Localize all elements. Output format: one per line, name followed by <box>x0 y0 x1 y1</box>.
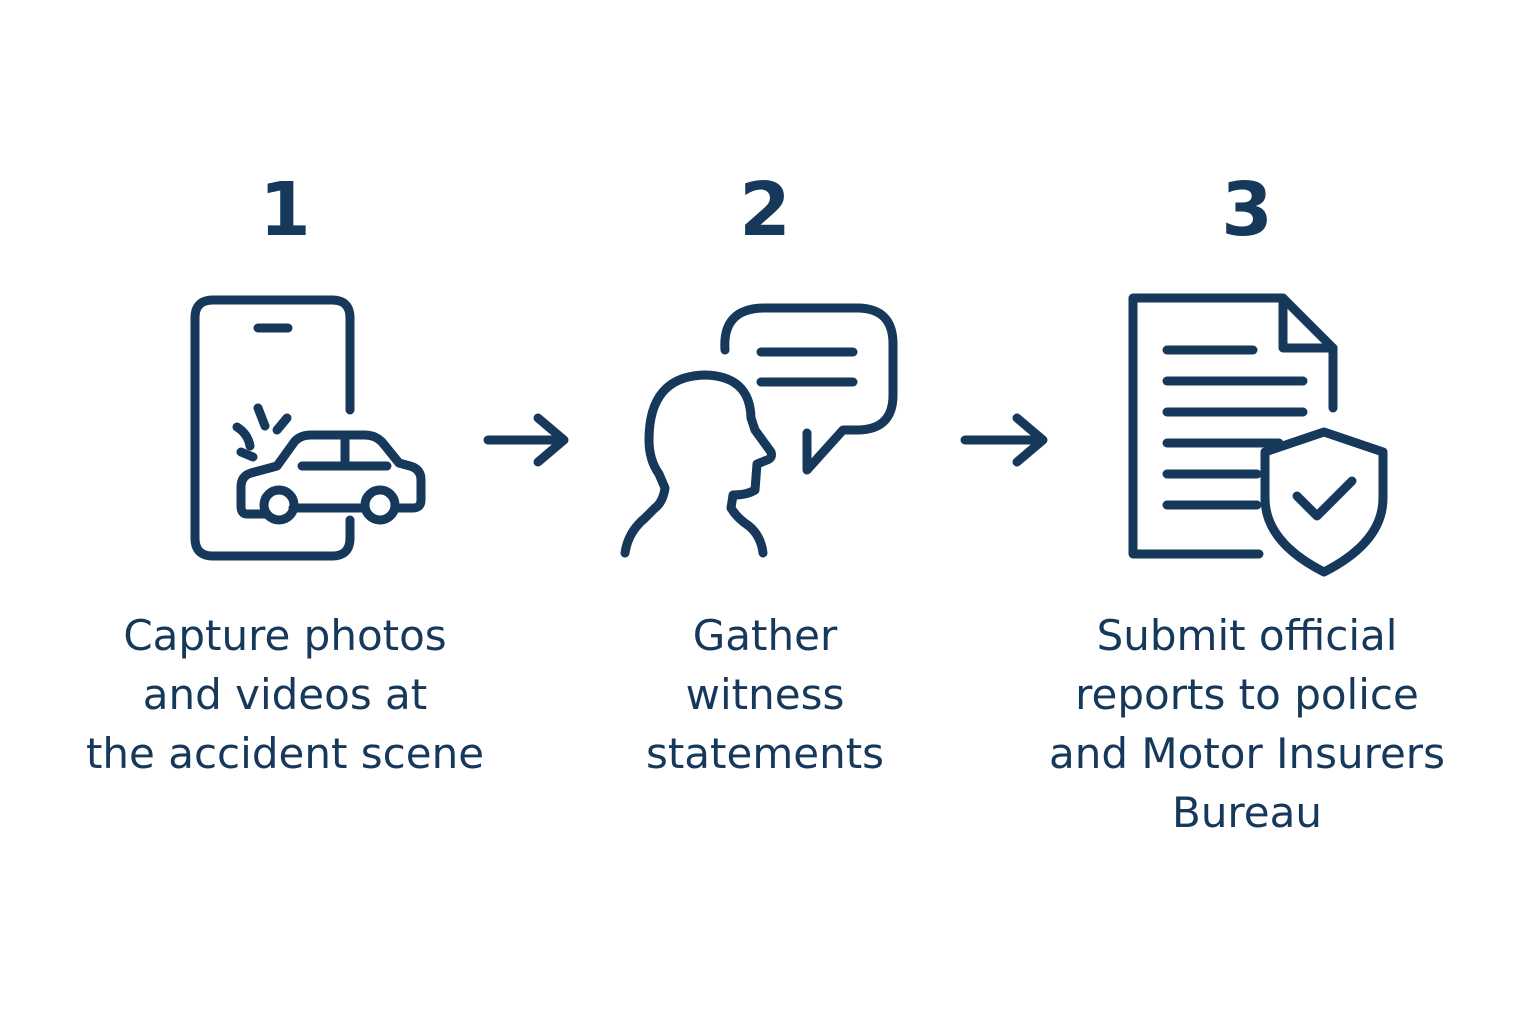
step-3-caption-line: Bureau <box>1172 788 1322 837</box>
step-3-caption-line: and Motor Insurers <box>1049 729 1445 778</box>
step-1: 1 Capture photos and videos at the a <box>45 0 525 1024</box>
person-speech-bubble-icon <box>525 280 1005 580</box>
step-3-caption-line: reports to police <box>1075 670 1419 719</box>
step-1-caption-line: the accident scene <box>85 729 485 778</box>
step-3-number: 3 <box>1221 167 1273 253</box>
smartphone-car-accident-icon <box>45 280 525 580</box>
step-1-caption: Capture photos and videos at the acciden… <box>45 606 525 783</box>
step-1-caption-line: Capture photos <box>123 611 447 660</box>
step-2: 2 Gather witness statements <box>525 0 1005 1024</box>
step-2-caption-line: witness <box>685 670 845 719</box>
document-shield-check-icon <box>1007 280 1487 580</box>
step-3: 3 Submit official reports to police and … <box>1007 0 1487 1024</box>
step-3-caption: Submit official reports to police and Mo… <box>1007 606 1487 842</box>
step-1-caption-line: and videos at <box>142 670 428 719</box>
arrow-right-icon <box>476 410 576 470</box>
step-2-caption-line: statements <box>645 729 885 778</box>
step-3-caption-line: Submit official <box>1096 611 1398 660</box>
step-2-caption: Gather witness statements <box>525 606 1005 783</box>
step-1-number: 1 <box>259 167 311 253</box>
step-2-caption-line: Gather <box>692 611 838 660</box>
step-2-number: 2 <box>739 167 791 253</box>
arrow-right-icon <box>953 410 1053 470</box>
